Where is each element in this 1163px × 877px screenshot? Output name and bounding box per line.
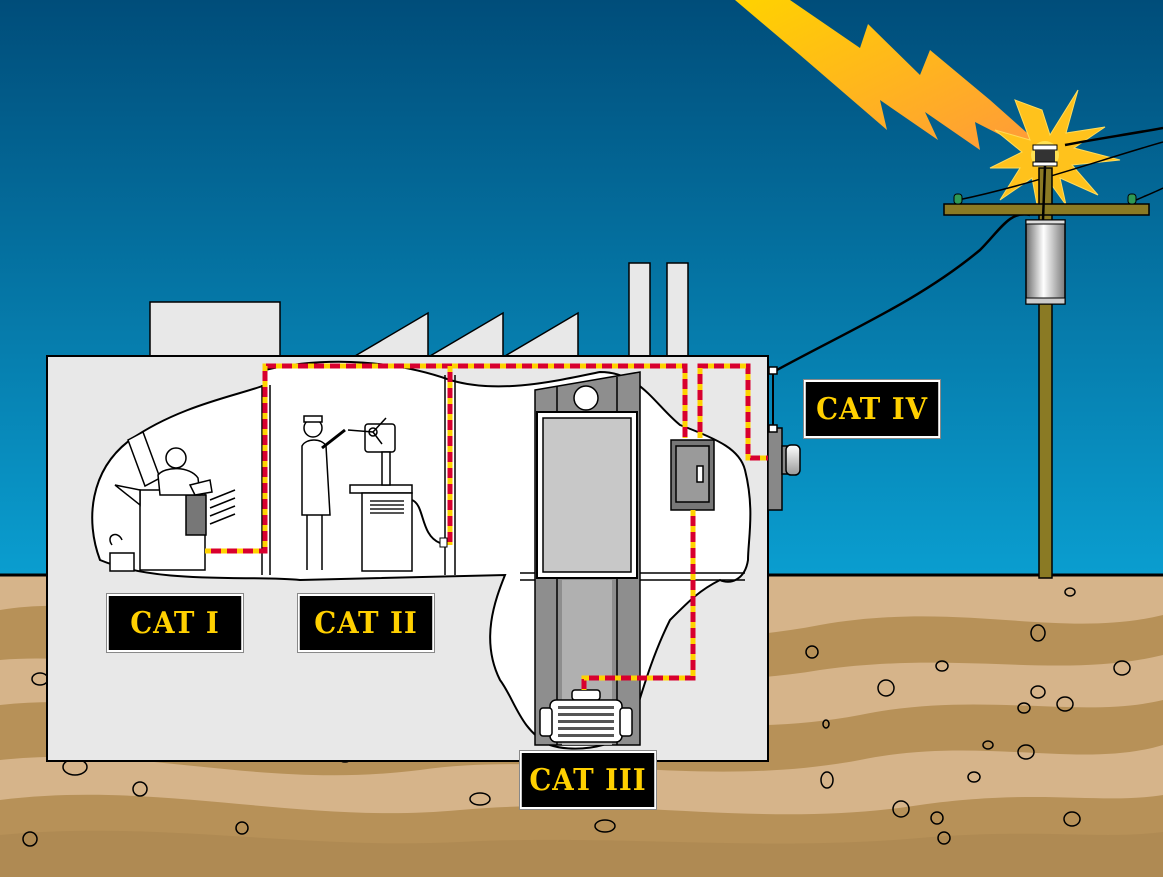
cat2-drill-press-scene bbox=[301, 415, 441, 572]
pebble bbox=[930, 811, 944, 825]
pebble bbox=[1056, 696, 1074, 712]
pebble bbox=[1063, 811, 1081, 827]
distribution-panel bbox=[670, 439, 715, 511]
pebble bbox=[1017, 702, 1031, 714]
pebble bbox=[132, 781, 148, 797]
cat1-office-equipment-scene bbox=[109, 430, 236, 572]
cat1-label: CAT I bbox=[106, 594, 244, 652]
pebble bbox=[1017, 744, 1035, 760]
service-meter bbox=[767, 366, 801, 511]
wire-service-feed-stripe bbox=[697, 363, 768, 461]
pebble bbox=[1064, 587, 1076, 597]
elevator-shaft bbox=[534, 371, 641, 746]
lightning-bolt-icon bbox=[735, 0, 1035, 150]
factory-building-roof bbox=[149, 262, 689, 359]
cat2-label: CAT II bbox=[297, 594, 435, 652]
utility-pole bbox=[943, 144, 1150, 579]
pebble bbox=[822, 719, 830, 729]
pebble bbox=[877, 679, 895, 697]
pebble bbox=[935, 660, 949, 672]
cat4-label: CAT IV bbox=[803, 380, 941, 438]
pebble bbox=[1030, 624, 1046, 642]
pebble bbox=[805, 645, 819, 659]
pebble bbox=[1030, 685, 1046, 699]
pebble bbox=[937, 831, 951, 845]
electrical-wiring bbox=[205, 363, 768, 690]
pebble bbox=[892, 800, 910, 818]
power-lines bbox=[774, 126, 1163, 373]
pebble bbox=[469, 792, 491, 806]
pebble bbox=[820, 771, 834, 789]
wire-motor-feed-stripe bbox=[581, 510, 696, 690]
pebble bbox=[22, 831, 38, 847]
pebble bbox=[967, 771, 981, 783]
pebble bbox=[1113, 660, 1131, 676]
pebble bbox=[982, 740, 994, 750]
pebble bbox=[594, 819, 616, 833]
motor-icon bbox=[539, 689, 633, 743]
wire-main-trunk-stripe bbox=[205, 363, 688, 554]
pebble bbox=[235, 821, 249, 835]
pole-transformer bbox=[1025, 219, 1066, 305]
cat3-label: CAT III bbox=[519, 751, 657, 809]
